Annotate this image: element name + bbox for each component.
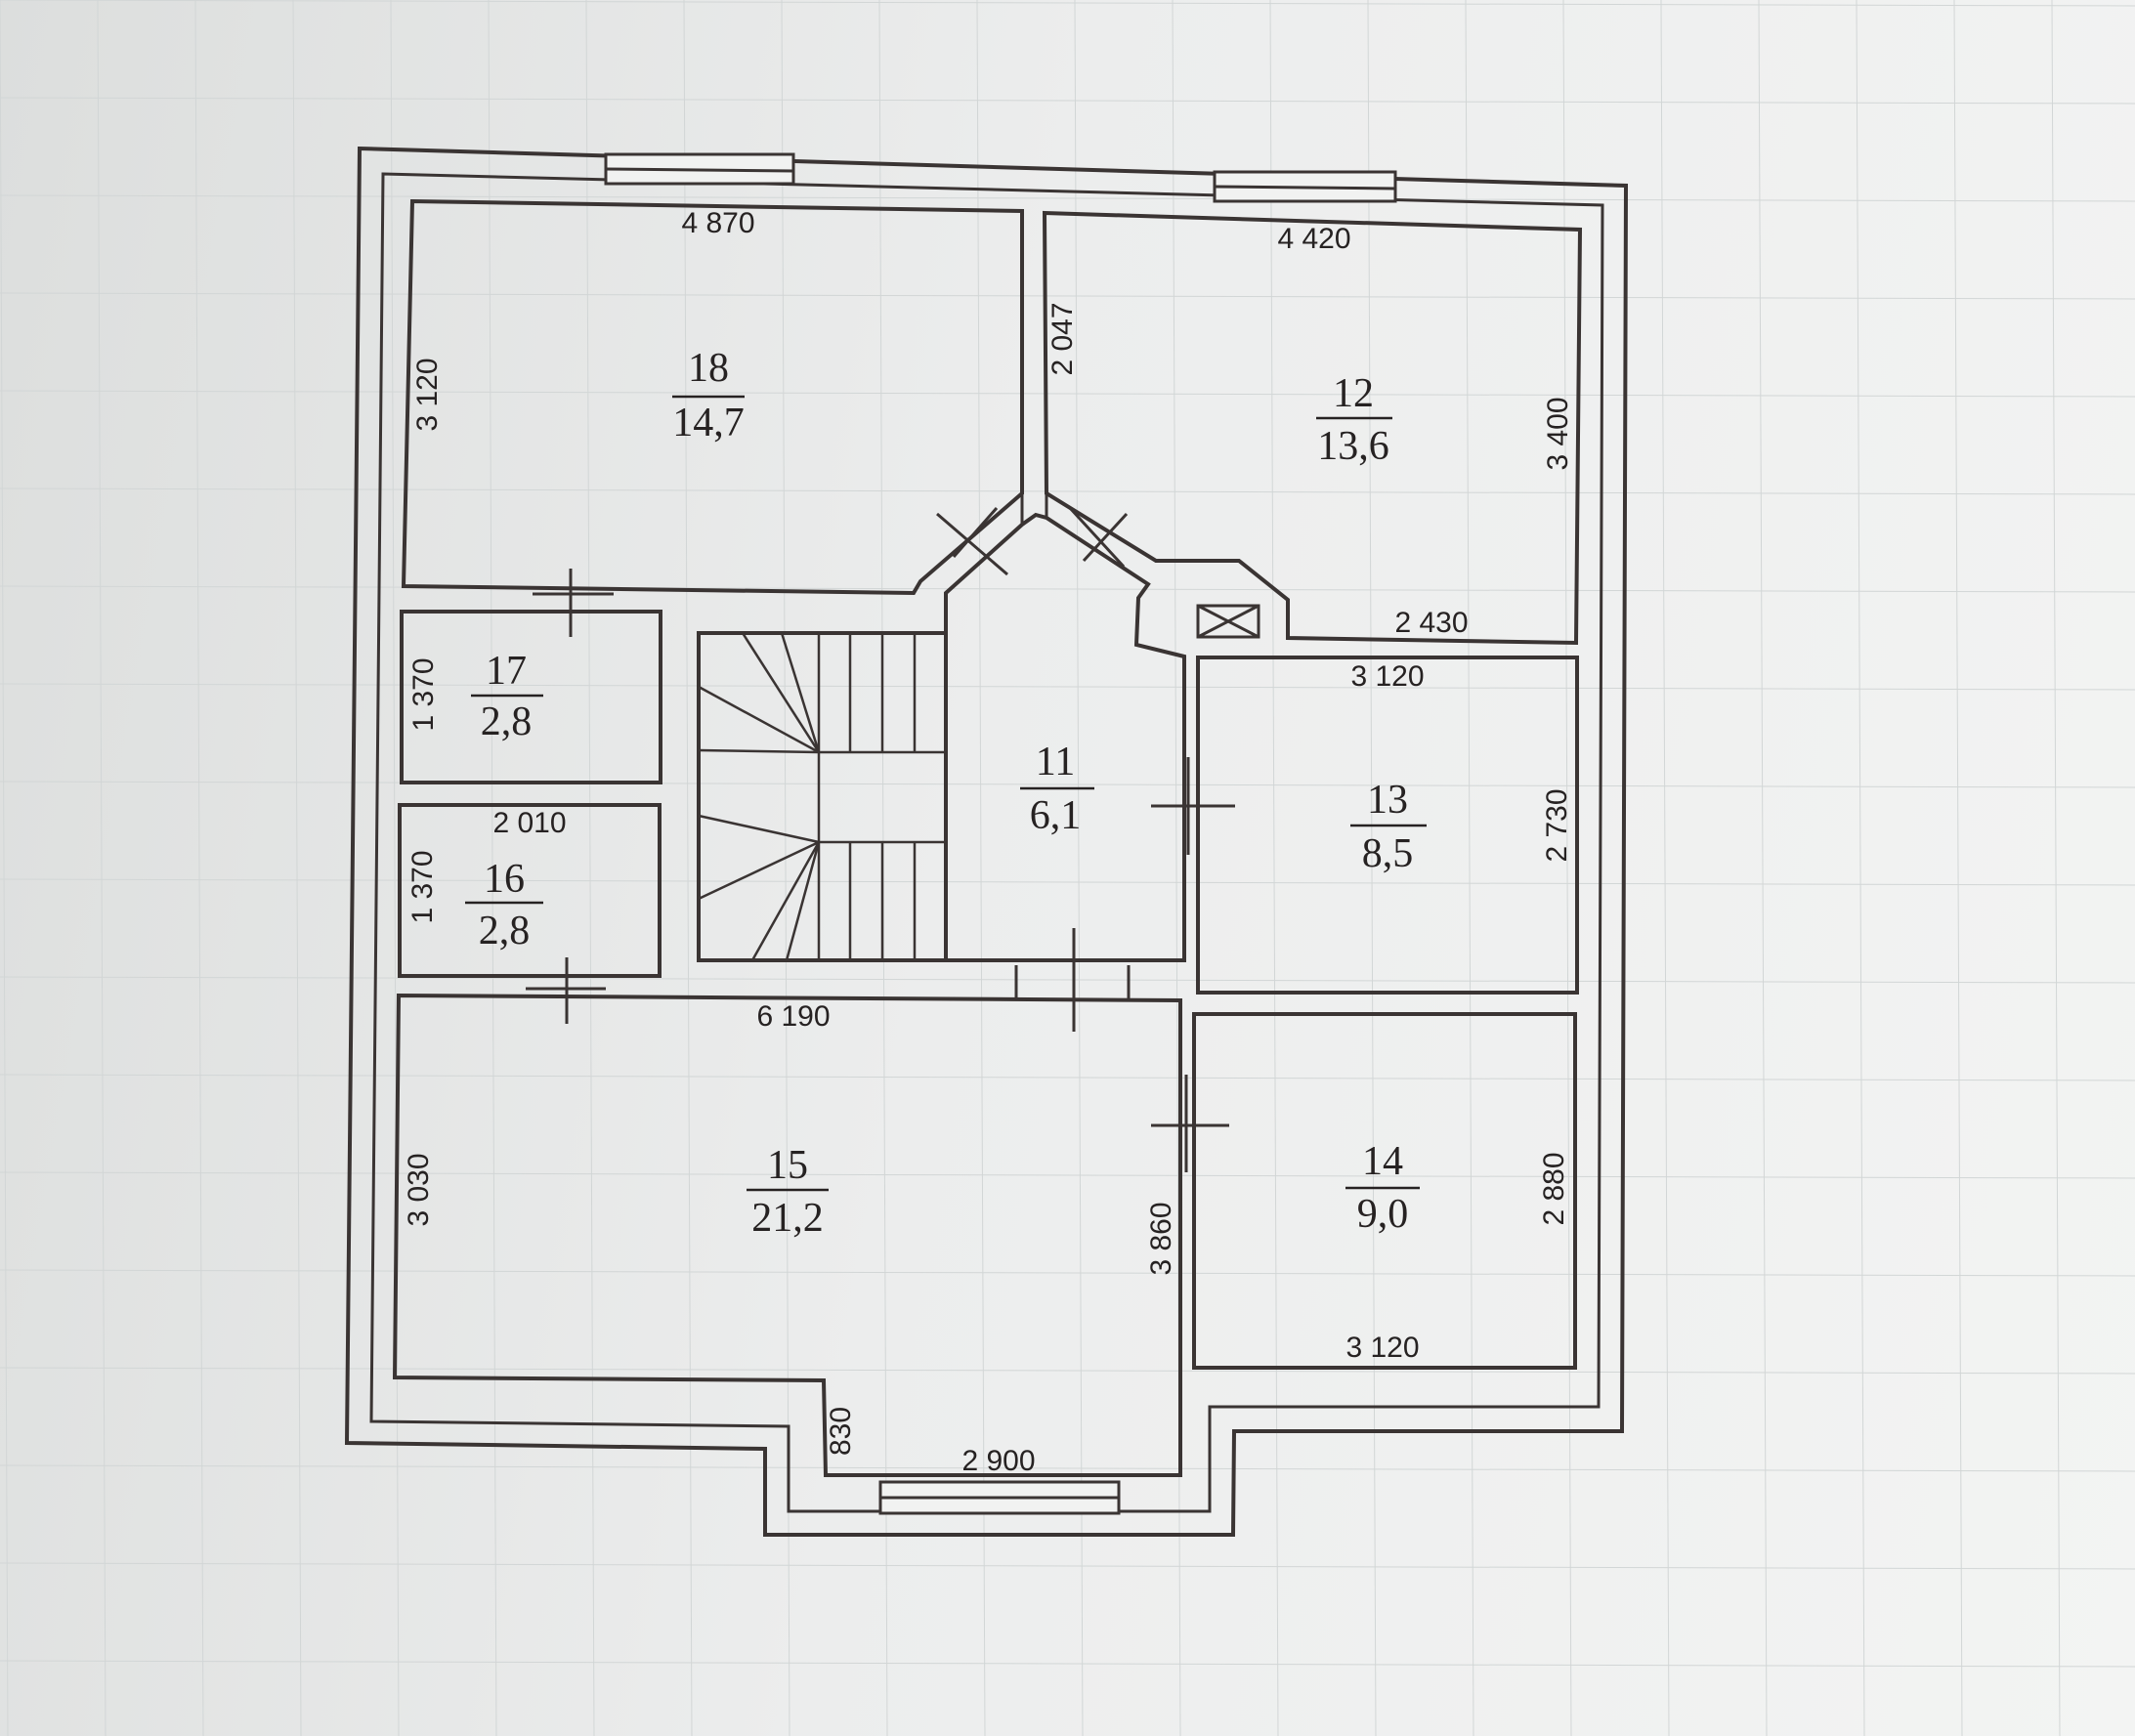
grid-line [683,0,693,1736]
grid-line [0,878,2135,886]
room-13-number: 13 [1367,778,1408,823]
dim-room-16-width: 2 010 [492,807,566,839]
grid-line [0,292,2135,300]
grid-line [0,97,2135,105]
grid-line [0,487,2135,495]
grid-line [0,0,9,1736]
dim-room-14-height: 2 880 [1538,1152,1570,1225]
dim-room-14-width: 3 120 [1345,1332,1419,1364]
room-12-area: 13,6 [1317,424,1389,469]
dim-room-12-width: 4 420 [1277,223,1350,255]
room-16-area: 2,8 [479,909,531,953]
grid-line [0,585,2135,593]
grid-line [194,0,204,1736]
grid-line [0,1171,2135,1179]
dim-room-13-width: 3 120 [1350,660,1424,693]
exterior-wall-outer [344,146,1629,1537]
grid-line [292,0,302,1736]
grid-line [0,0,2135,7]
room-18-area: 14,7 [672,401,745,445]
grid-line [0,781,2135,788]
room-15-outline [392,993,1182,1477]
grid-line [585,0,595,1736]
staircase [697,631,948,962]
room-14-area: 9,0 [1357,1192,1409,1237]
grid-line [0,1074,2135,1081]
dim-room-18-width: 4 870 [681,207,754,239]
door-room-18-mark-a [936,512,1008,576]
grid-line [1465,0,1474,1736]
room-14-outline [1192,1012,1577,1370]
room-16-number: 16 [484,857,525,902]
room-11-area: 6,1 [1030,793,1082,838]
grid-line [1367,0,1377,1736]
room-11-outline [944,512,1186,962]
dim-room-16-height: 1 370 [406,850,439,923]
grid-line [390,0,400,1736]
dim-room-15-width: 6 190 [756,1000,830,1033]
grid-line [0,194,2135,202]
room-15-area: 21,2 [751,1196,824,1241]
room-17-outline [400,610,662,784]
grid-line [0,1562,2135,1570]
dim-room-13-height: 2 730 [1541,788,1573,862]
grid-line [1562,0,1572,1736]
grid-line [1074,0,1084,1736]
room-11-number: 11 [1036,740,1075,784]
room-13-outline [1196,656,1579,995]
room-17-area: 2,8 [481,699,533,744]
door-room-18-mark-b [952,507,999,558]
grid-line [0,1464,2135,1472]
grid-line [2051,0,2061,1736]
grid-line [0,683,2135,691]
room-12-number: 12 [1333,371,1374,416]
grid-line [1953,0,1963,1736]
grid-line [0,976,2135,984]
dim-room-12-bottom: 2 430 [1394,607,1468,639]
room-15-number: 15 [767,1143,808,1188]
grid-line [0,1660,2135,1668]
grid-line [976,0,986,1736]
vent-shaft-cross-b [1197,604,1260,639]
dim-room-15-height: 3 030 [403,1153,435,1226]
room-16-outline [398,803,662,978]
grid-line [1660,0,1670,1736]
grid-line [97,0,107,1736]
door-room-12-mark-a [1068,506,1126,569]
dim-bay-depth: 830 [825,1407,857,1456]
window-top-right-glass [1214,185,1396,191]
grid-line [1269,0,1279,1736]
grid-line [1758,0,1768,1736]
room-12-outline [1042,210,1583,646]
grid-line [0,1367,2135,1375]
room-18-number: 18 [688,346,729,391]
grid-line [1856,0,1865,1736]
dim-room-15-right: 3 860 [1145,1202,1177,1275]
grid-line [0,1269,2135,1277]
dim-room-18-height: 3 120 [411,358,444,431]
window-top-left-glass [605,167,794,173]
dim-room-17-height: 1 370 [407,657,440,731]
dim-room-12-wall: 2 047 [1046,302,1079,375]
dim-bay-width: 2 900 [961,1445,1035,1477]
door-room-12-mark-b [1082,512,1129,563]
room-18-outline [401,198,1024,596]
room-17-number: 17 [486,649,527,694]
exterior-wall-inner [369,172,1604,1513]
dim-room-12-height: 3 400 [1542,397,1574,470]
vent-shaft-icon [1196,604,1260,639]
grid-line [0,390,2135,398]
room-14-number: 14 [1362,1139,1403,1184]
room-13-area: 8,5 [1362,831,1414,876]
